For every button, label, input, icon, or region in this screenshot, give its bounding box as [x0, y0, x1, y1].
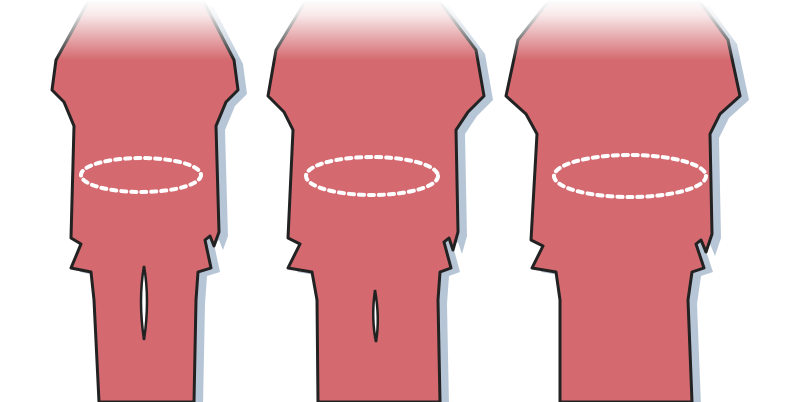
- figure-medium: [268, 2, 493, 402]
- figure-medium-leg-gap: [373, 290, 378, 342]
- figure-slim: [52, 2, 247, 402]
- figure-slim-leg-gap: [141, 266, 147, 340]
- figure-large: [506, 2, 749, 402]
- figure-large-body: [506, 2, 740, 402]
- figure-slim-body: [52, 2, 238, 402]
